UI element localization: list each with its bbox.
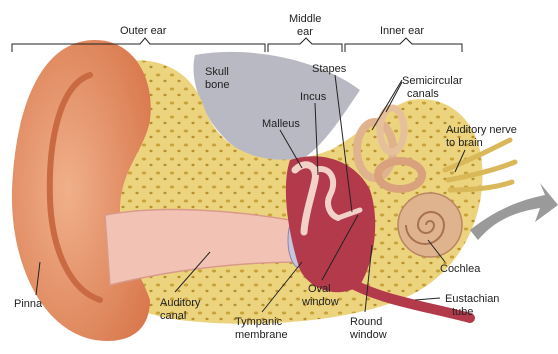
auditory-canal-label-2: canal bbox=[160, 310, 186, 322]
semicircular-label-1: Semicircular bbox=[402, 75, 463, 87]
cochlea-shape bbox=[398, 193, 462, 257]
inner-ear-label: Inner ear bbox=[380, 25, 424, 37]
skull-bone-label-2: bone bbox=[205, 79, 229, 91]
round-window-label-1: Round bbox=[350, 316, 382, 328]
tympanic-label-1: Tympanic bbox=[235, 316, 283, 328]
cochlea-label: Cochlea bbox=[440, 263, 481, 275]
stapes-label: Stapes bbox=[312, 63, 347, 75]
round-window-label-2: window bbox=[349, 329, 387, 341]
pinna-label: Pinna bbox=[14, 298, 43, 310]
auditory-nerve-label-2: to brain bbox=[446, 137, 483, 149]
malleus-label: Malleus bbox=[262, 118, 300, 130]
incus-label: Incus bbox=[300, 91, 327, 103]
eustachian-label-1: Eustachian bbox=[445, 293, 499, 305]
oval-window-label-1: Oval bbox=[308, 283, 331, 295]
outer-ear-brace bbox=[12, 38, 265, 52]
middle-ear-brace bbox=[268, 38, 342, 52]
auditory-canal-label-1: Auditory bbox=[160, 297, 201, 309]
sound-direction-arrow bbox=[470, 183, 558, 240]
semicircular-label-2: canals bbox=[407, 88, 439, 100]
eustachian-leader bbox=[415, 298, 440, 300]
skull-bone-label-1: Skull bbox=[205, 66, 229, 78]
eustachian-label-2: tube bbox=[452, 306, 473, 318]
middle-ear-label-1: Middle bbox=[289, 13, 321, 25]
oval-window-label-2: window bbox=[301, 296, 339, 308]
middle-ear-label-2: ear bbox=[297, 26, 313, 38]
tympanic-label-2: membrane bbox=[235, 329, 288, 341]
inner-ear-brace bbox=[345, 38, 462, 52]
auditory-nerve-label-1: Auditory nerve bbox=[446, 124, 517, 136]
outer-ear-label: Outer ear bbox=[120, 25, 167, 37]
